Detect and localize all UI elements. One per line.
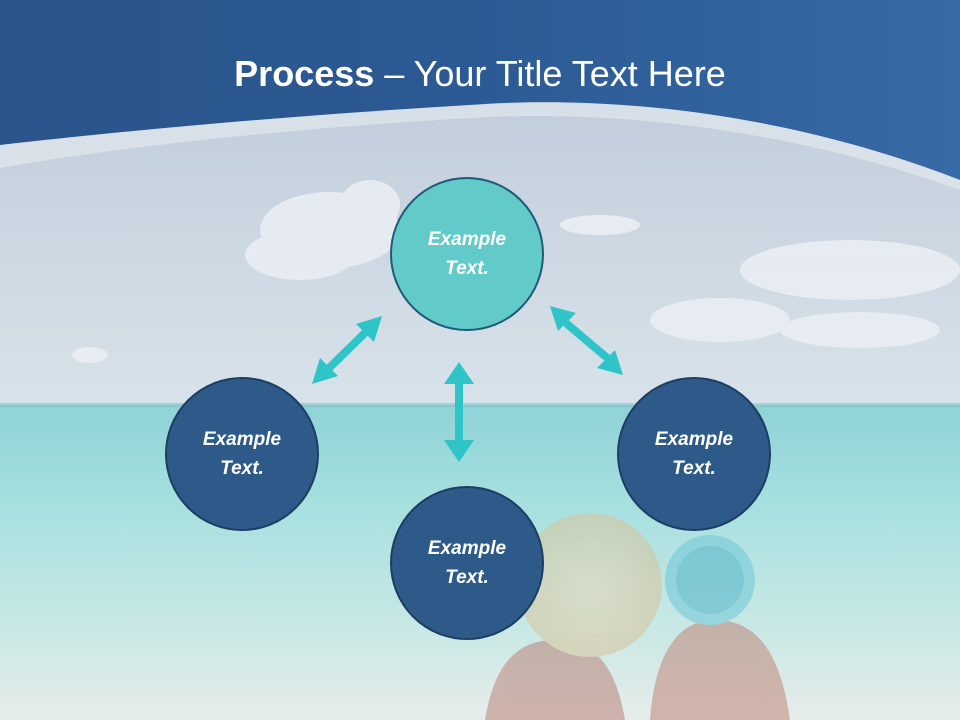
title-rest: – Your Title Text Here <box>374 53 726 94</box>
node-label: Example Text. <box>202 429 282 479</box>
slide-title: Process – Your Title Text Here <box>0 50 960 98</box>
process-node-left[interactable]: Example Text. <box>165 377 319 531</box>
process-node-bottom[interactable]: Example Text. <box>390 486 544 640</box>
title-bold: Process <box>234 53 375 94</box>
node-label: Example Text. <box>654 429 734 479</box>
node-label: Example Text. <box>427 229 507 279</box>
node-label: Example Text. <box>427 538 507 588</box>
process-node-right[interactable]: Example Text. <box>617 377 771 531</box>
process-node-top[interactable]: Example Text. <box>390 177 544 331</box>
